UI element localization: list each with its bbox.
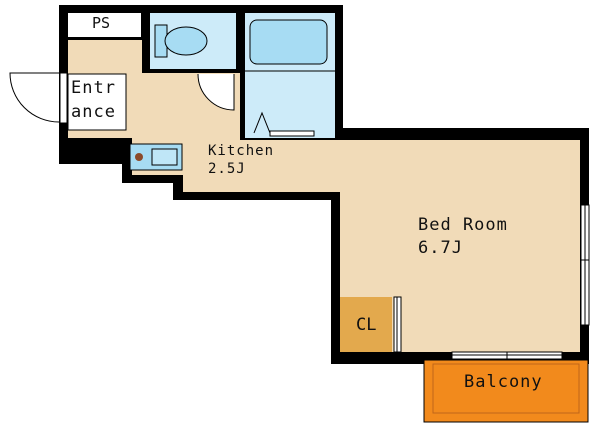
entrance-door-frame — [59, 72, 68, 124]
kitchen-label: Kitchen — [208, 143, 275, 159]
entrance-label-line1: Entr — [71, 78, 116, 98]
ps-label: PS — [92, 14, 111, 32]
balcony-label: Balcony — [464, 372, 543, 392]
kitchen-sink — [129, 143, 183, 171]
balcony-inner — [432, 363, 580, 414]
bedroom-label: Bed Room — [418, 215, 508, 235]
entrance-label-line2: ance — [71, 102, 116, 122]
bathtub-fixture — [249, 19, 328, 65]
entrance-floor — [67, 73, 127, 131]
toilet-fixture — [154, 24, 208, 58]
entrance-door-swing — [9, 72, 60, 123]
kitchen-size: 2.5J — [208, 161, 246, 177]
bath-door-frame — [269, 130, 315, 137]
kitchen-floor — [68, 40, 580, 352]
ps-room — [68, 13, 141, 37]
toilet-door-swing — [197, 73, 235, 111]
closet — [340, 297, 392, 352]
closet-label: CL — [356, 315, 377, 335]
bedroom-size: 6.7J — [418, 238, 463, 258]
bath-door-swing — [253, 111, 271, 134]
